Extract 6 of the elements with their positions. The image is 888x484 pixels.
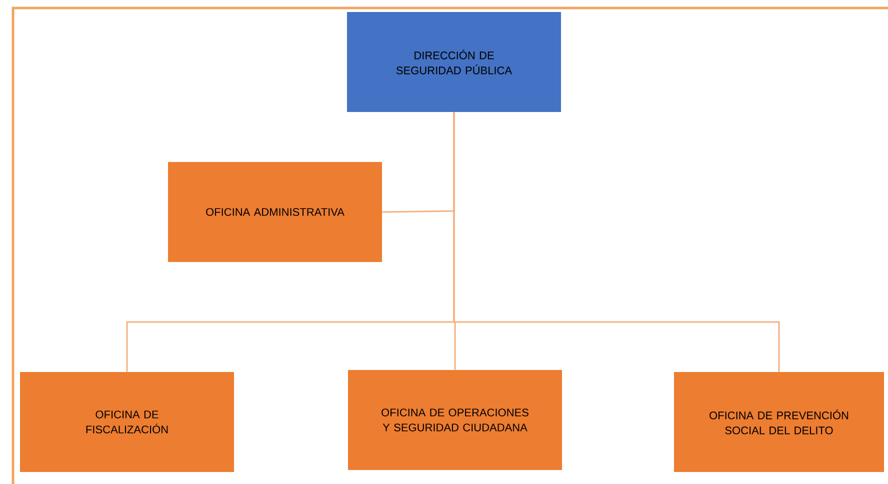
director-box: DIRECCIÓN DE SEGURIDAD PÚBLICA (347, 12, 561, 112)
office-box: OFICINA DE OPERACIONES Y SEGURIDAD CIUDADANA (348, 370, 562, 470)
office-box: OFICINA DE PREVENCIÓN SOCIAL DEL DELITO (674, 372, 884, 472)
office-box: OFICINA DE FISCALIZACIÓN (20, 372, 234, 472)
office-box: OFICINA ADMINISTRATIVA (168, 162, 382, 262)
connector-line (453, 112, 780, 372)
